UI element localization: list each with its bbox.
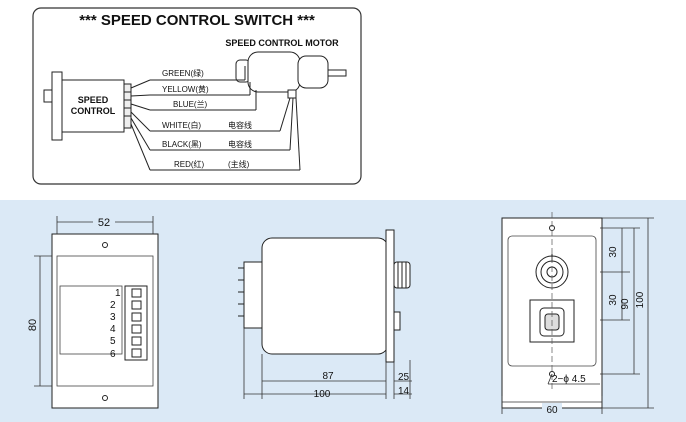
terminal-1: 1: [115, 288, 121, 299]
side-dim-14: 14: [398, 386, 410, 397]
side-dim-25: 25: [398, 372, 410, 383]
wiring-title: *** SPEED CONTROL SWITCH ***: [79, 12, 315, 29]
terminal-2: 2: [110, 300, 116, 311]
side-view: 87 100 25 14: [238, 229, 412, 400]
front-view: 1 2 3 4 5 6 52 80: [27, 214, 159, 409]
panel-width-dim: 60: [546, 405, 558, 416]
wire-note-red: (主线): [228, 159, 250, 169]
wire-note-black: 电容线: [228, 139, 252, 149]
wire-label-red: RED(红): [174, 159, 205, 169]
panel-view: 30 30 90 100 2−ϕ 4.5 60: [501, 212, 654, 416]
speed-control-motor: SPEED CONTROL MOTOR: [225, 38, 347, 99]
front-width-dim: 52: [98, 217, 110, 229]
panel-hole-label: 2−ϕ 4.5: [552, 374, 586, 385]
side-length-87: 87: [322, 371, 334, 382]
motor-label: SPEED CONTROL MOTOR: [225, 38, 339, 48]
panel-dim-30-b: 30: [608, 294, 619, 306]
wire-label-white: WHITE(白): [162, 120, 201, 130]
panel-dim-100: 100: [635, 291, 646, 308]
front-height-dim: 80: [27, 319, 39, 331]
terminal-6: 6: [110, 349, 116, 360]
panel-dim-30-a: 30: [608, 246, 619, 258]
wire-label-green: GREEN(绿): [162, 69, 204, 78]
speed-controller: SPEED CONTROL: [43, 71, 132, 141]
wire-note-white: 电容线: [228, 120, 252, 130]
wiring-frame: [32, 7, 362, 185]
terminal-4: 4: [110, 324, 116, 335]
side-length-100: 100: [314, 389, 331, 400]
wire-label-black: BLACK(黑): [162, 140, 202, 149]
panel-dim-90: 90: [620, 298, 631, 310]
controller-label-speed: SPEED: [78, 95, 109, 105]
terminal-3: 3: [110, 312, 116, 323]
wire-label-blue: BLUE(兰): [173, 99, 208, 109]
wire-label-yellow: YELLOW(黄): [162, 84, 209, 94]
controller-label-control: CONTROL: [71, 106, 116, 116]
wire-lines: [130, 66, 301, 171]
terminal-5: 5: [110, 336, 116, 347]
